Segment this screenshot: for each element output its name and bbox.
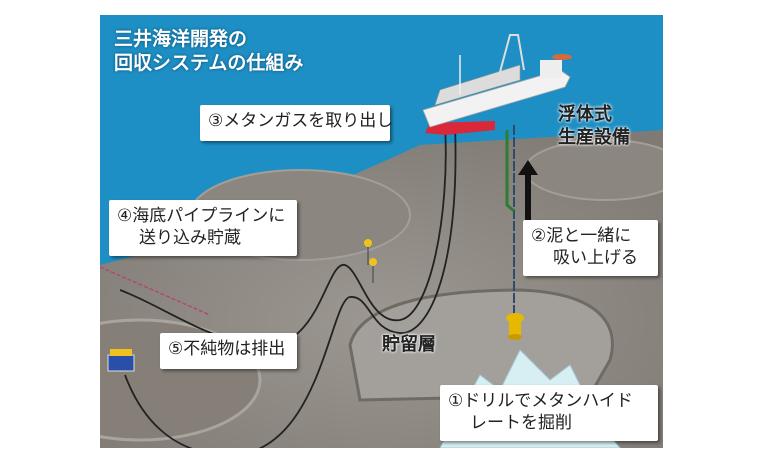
step-3-text: ③メタンガスを取り出し xyxy=(208,111,394,131)
step-5-label: ⑤不純物は排出 xyxy=(160,333,297,369)
reservoir-label: 貯留層 xyxy=(382,334,436,355)
buoy-2 xyxy=(369,258,377,266)
step-4-label: ④海底パイプラインに 送り込み貯蔵 xyxy=(109,200,297,256)
pipeline-waste xyxy=(124,124,457,448)
title-line-2: 回収システムの仕組み xyxy=(114,52,304,74)
reservoir-pit xyxy=(348,288,614,402)
step-2-text-2: 吸い上げる xyxy=(553,248,638,268)
rov-icon xyxy=(107,349,135,372)
riser-green xyxy=(505,130,515,213)
step-3-label: ③メタンガスを取り出し xyxy=(200,105,394,141)
recovery-system-diagram: 三井海洋開発の 回収システムの仕組み 浮体式 生産設備 貯留層 ③メタンガスを取… xyxy=(100,15,663,448)
step-4-text-1: ④海底パイプラインに xyxy=(117,206,286,226)
step-2-text-1: ②泥と一緒に xyxy=(531,226,632,246)
facility-label-line-1: 浮体式 xyxy=(558,104,612,125)
ship-icon xyxy=(422,34,572,135)
step-1-label: ①ドリルでメタンハイド レートを掘削 xyxy=(440,385,658,441)
step-1-text-1: ①ドリルでメタンハイド xyxy=(448,391,633,411)
crater-right xyxy=(524,139,663,201)
title-line-1: 三井海洋開発の xyxy=(114,28,248,50)
step-4-text-2: 送り込み貯蔵 xyxy=(139,228,241,248)
step-5-text: ⑤不純物は排出 xyxy=(168,339,286,359)
step-2-label: ②泥と一緒に 吸い上げる xyxy=(523,220,658,276)
facility-label: 浮体式 生産設備 xyxy=(558,103,630,149)
diagram-title: 三井海洋開発の 回収システムの仕組み xyxy=(114,27,303,75)
red-pipeline xyxy=(100,266,211,316)
drill-head-icon xyxy=(506,313,524,340)
facility-label-line-2: 生産設備 xyxy=(558,127,630,148)
buoy-1 xyxy=(364,239,372,247)
up-arrow-icon xyxy=(518,160,538,223)
step-1-text-2: レートを掘削 xyxy=(470,413,572,433)
